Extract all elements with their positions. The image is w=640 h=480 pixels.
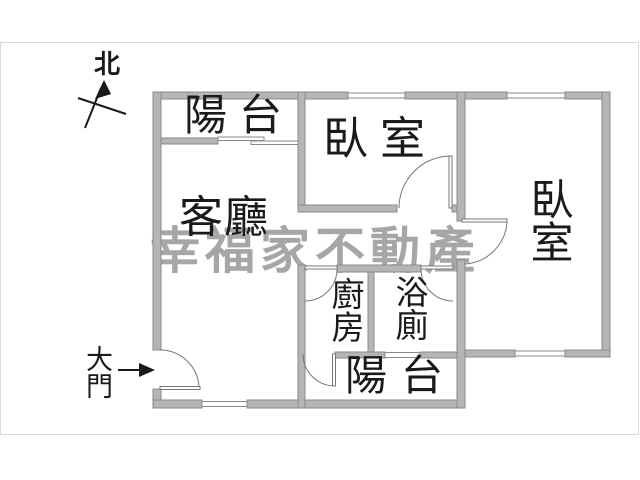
- room-label-balcony-top: 陽台: [184, 93, 294, 140]
- room-label-kitchen: 廚房: [326, 277, 362, 343]
- room-label-balcony-bottom: 陽台: [345, 354, 458, 400]
- windows: [201, 92, 566, 407]
- compass-icon: [77, 80, 127, 129]
- room-label-bathroom: 浴廁: [390, 275, 426, 341]
- doors: [159, 155, 508, 390]
- window-bedroom-top: [347, 92, 406, 99]
- entrance-arrow-icon: [118, 363, 155, 377]
- room-label-bedroom-top: 臥室: [323, 114, 438, 164]
- door-arc-bedroom-top: [398, 155, 452, 209]
- room-label-main-door: 大門: [82, 345, 112, 399]
- room-label-bedroom-right: 臥室: [524, 177, 571, 263]
- door-arc-bathroom: [420, 268, 454, 302]
- door-leaf-bedroom-right: [461, 218, 508, 223]
- door-arc-balcony-bottom: [302, 353, 336, 387]
- door-leaf-bedroom-top: [448, 155, 453, 209]
- door-arc-bedroom-right: [463, 221, 508, 265]
- door-leaf-balcony-bottom: [332, 353, 336, 387]
- north-label: 北: [94, 50, 121, 79]
- window-bedroom-right-bottom: [514, 350, 566, 357]
- door-leaf-main: [159, 386, 201, 390]
- sliding-door-balcony-top: [217, 136, 265, 141]
- sliding-door-balcony-top: [250, 140, 299, 145]
- door-arc-kitchen: [304, 268, 338, 302]
- window-bottom-left: [201, 401, 248, 407]
- door-arc-main: [159, 349, 200, 388]
- window-bathroom-balcony: [384, 352, 421, 358]
- door-leaf-kitchen: [304, 265, 338, 270]
- window-bedroom-right-top: [506, 92, 566, 99]
- room-label-living-room: 客廳: [179, 193, 269, 242]
- door-leaf-bathroom: [420, 265, 454, 270]
- plan-border-frame: [0, 42, 639, 435]
- walls: [152, 91, 611, 409]
